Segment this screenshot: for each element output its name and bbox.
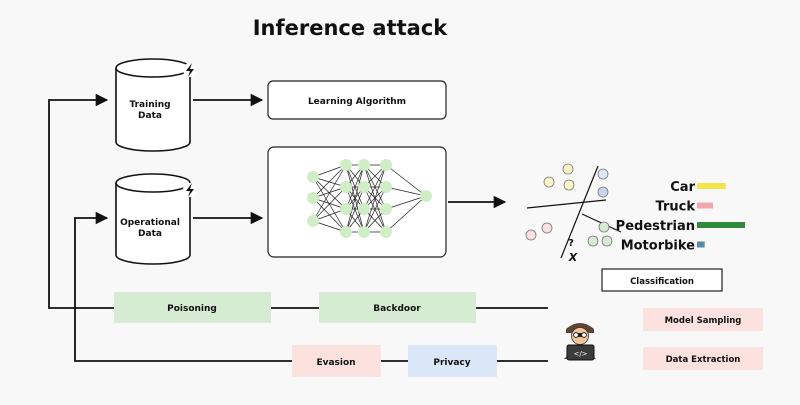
network-node	[358, 181, 370, 193]
svg-text:</>: </>	[573, 350, 587, 358]
network-node	[307, 171, 319, 183]
privacy-label: Privacy	[433, 358, 470, 368]
privacy-box	[408, 345, 497, 377]
network-node	[307, 192, 319, 204]
data-extraction-box	[643, 347, 763, 370]
unknown-question-mark: ?	[568, 238, 574, 249]
evasion-box	[292, 345, 381, 377]
class-label: Motorbike	[621, 239, 695, 254]
lightning-icon	[183, 183, 197, 197]
network-node	[358, 203, 370, 215]
class-bar	[697, 183, 726, 189]
neural-network-icon	[307, 159, 432, 238]
network-node	[358, 226, 370, 238]
network-node	[307, 215, 319, 227]
network-node	[340, 226, 352, 238]
classification-scatter: ? X	[525, 163, 622, 264]
operational-data-store: Operational Data	[115, 173, 191, 265]
class-bar	[697, 202, 713, 209]
operational-data-label-2: Data	[138, 229, 162, 239]
operational-data-label: Operational	[120, 218, 180, 228]
training-data-store: Training Data	[115, 58, 191, 152]
classification-label: Classification	[630, 277, 694, 287]
data-extraction-label: Data Extraction	[666, 355, 741, 365]
class-label: Truck	[656, 200, 696, 215]
page-title: Inference attack	[253, 16, 449, 40]
backdoor-box	[319, 292, 476, 323]
class-bar	[697, 241, 705, 248]
class-label: Pedestrian	[616, 219, 695, 234]
poisoning-box	[114, 292, 271, 323]
network-node	[380, 159, 392, 171]
learning-algorithm-box	[267, 80, 447, 120]
backdoor-label: Backdoor	[373, 304, 421, 314]
model-sampling-box	[643, 308, 763, 331]
network-node	[380, 226, 392, 238]
classification-box	[601, 268, 723, 292]
lightning-icon	[183, 63, 197, 77]
network-node	[340, 181, 352, 193]
network-node	[380, 181, 392, 193]
training-data-label: Training	[129, 100, 170, 110]
network-node	[340, 203, 352, 215]
network-node	[420, 190, 432, 202]
evasion-label: Evasion	[316, 358, 355, 368]
poisoning-label: Poisoning	[167, 304, 217, 314]
network-node	[380, 203, 392, 215]
model-sampling-label: Model Sampling	[665, 316, 742, 326]
learning-algorithm-label: Learning Algorithm	[308, 97, 406, 107]
training-data-label-2: Data	[138, 111, 162, 121]
network-node	[340, 159, 352, 171]
class-bar	[697, 222, 745, 228]
poisoning-backdoor-feedback-line	[48, 93, 548, 309]
class-label: Car	[670, 180, 695, 195]
network-node	[358, 159, 370, 171]
unknown-x-mark: X	[568, 251, 578, 264]
hacker-icon: </>	[564, 323, 596, 361]
